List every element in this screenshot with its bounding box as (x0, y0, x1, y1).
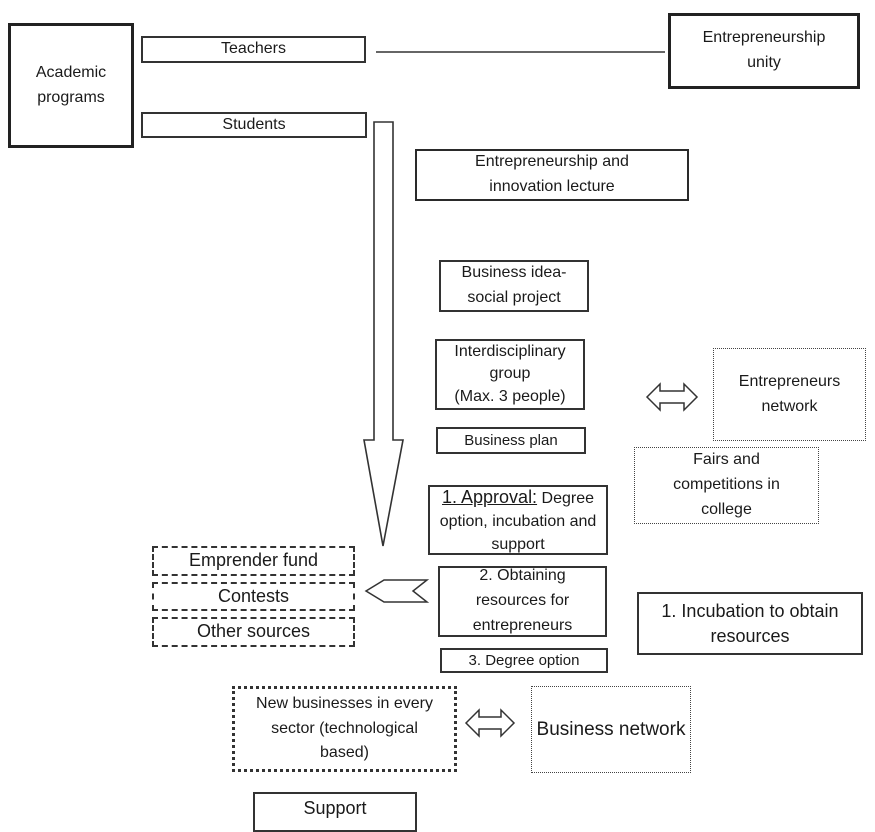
academic-programs-label: Academic programs (35, 63, 107, 106)
teachers-box: Teachers (141, 36, 366, 63)
other-sources-box: Other sources (152, 617, 355, 647)
academic-programs-box: Academic programs (8, 23, 134, 148)
incubation-box: 1. Incubation to obtain resources (637, 592, 863, 655)
interdisciplinary-group-line3: (Max. 3 people) (454, 387, 566, 405)
support-label: Support (303, 798, 367, 818)
fairs-label: Fairs and competitions in college (673, 451, 780, 518)
teachers-label: Teachers (221, 40, 286, 58)
contests-label: Contests (217, 585, 290, 606)
entrepreneurship-unity-box: Entrepreneurship unity (668, 13, 860, 89)
main-flow-down-arrow (363, 121, 404, 547)
fairs-box: Fairs and competitions in college (634, 447, 819, 524)
business-network-box: Business network (531, 686, 691, 773)
other-sources-label: Other sources (196, 621, 311, 642)
new-businesses-box: New businesses in every sector (technolo… (232, 686, 457, 772)
interdisciplinary-group-line1: Interdisciplinary (454, 342, 566, 360)
resources-left-chevron-arrow (364, 579, 430, 603)
approval-text: 1. Approval: Degree option, incubation a… (433, 484, 603, 557)
interdisciplinary-group-box: Interdisciplinary group (Max. 3 people) (435, 339, 585, 410)
obtaining-resources-box: 2. Obtaining resources for entrepreneurs (438, 566, 607, 637)
business-network-label: Business network (536, 718, 686, 740)
lecture-box: Entrepreneurship and innovation lecture (415, 149, 689, 201)
support-box: Support (253, 792, 417, 832)
degree-option-box: 3. Degree option (440, 648, 608, 673)
entrepreneurs-network-box: Entrepreneurs network (713, 348, 866, 441)
business-network-double-arrow (464, 708, 516, 738)
new-businesses-label: New businesses in every sector (technolo… (256, 694, 433, 762)
obtaining-resources-label: 2. Obtaining resources for entrepreneurs (472, 567, 573, 634)
contests-box: Contests (152, 582, 355, 611)
approval-box: 1. Approval: Degree option, incubation a… (428, 485, 608, 555)
students-label: Students (222, 115, 286, 133)
students-box: Students (141, 112, 367, 138)
incubation-label: 1. Incubation to obtain resources (661, 601, 839, 646)
entrepreneurs-network-label: Entrepreneurs network (738, 372, 841, 415)
business-idea-box: Business idea- social project (439, 260, 589, 312)
lecture-label: Entrepreneurship and innovation lecture (475, 153, 629, 195)
degree-option-label: 3. Degree option (468, 651, 580, 669)
interdisciplinary-group-line2: group (489, 365, 531, 383)
entrepreneurship-unity-label: Entrepreneurship unity (702, 29, 826, 71)
approval-description: Degree option, incubation and support (439, 489, 597, 554)
emprender-fund-label: Emprender fund (188, 550, 319, 571)
entrepreneurs-network-double-arrow (645, 382, 699, 412)
business-idea-label: Business idea- social project (461, 264, 567, 306)
emprender-fund-box: Emprender fund (152, 546, 355, 576)
business-plan-label: Business plan (464, 431, 558, 449)
business-plan-box: Business plan (436, 427, 586, 454)
approval-heading: 1. Approval: (442, 486, 538, 507)
